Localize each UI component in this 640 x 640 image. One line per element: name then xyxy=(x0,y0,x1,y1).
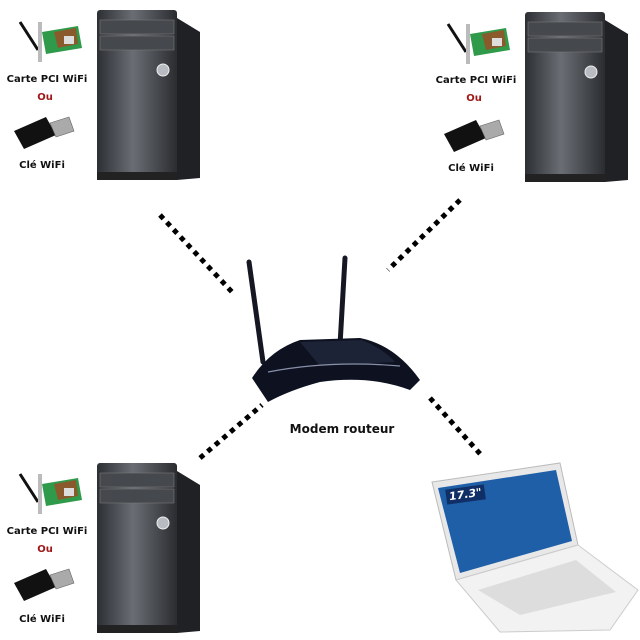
wireless-link-bottom-left xyxy=(198,403,264,460)
usb-wifi-key-icon xyxy=(443,119,505,153)
desktop-tower-icon xyxy=(96,9,201,181)
wifi-key-label: Clé WiFi xyxy=(19,614,65,625)
pci-wifi-card-icon xyxy=(446,22,512,66)
wifi-key-label: Clé WiFi xyxy=(448,163,494,174)
wireless-link-bottom-right xyxy=(428,396,484,458)
wireless-link-top-right xyxy=(386,198,462,272)
wireless-link-top-left xyxy=(158,213,234,294)
or-label: Ou xyxy=(37,544,53,555)
pci-wifi-card-icon xyxy=(18,472,84,516)
router-icon xyxy=(246,255,420,402)
wifi-key-label: Clé WiFi xyxy=(19,160,65,171)
desktop-tower-icon xyxy=(96,462,201,634)
pci-card-label: Carte PCI WiFi xyxy=(6,74,88,85)
pci-card-label: Carte PCI WiFi xyxy=(6,526,88,537)
desktop-tower-icon xyxy=(524,11,629,183)
or-label: Ou xyxy=(37,92,53,103)
usb-wifi-key-icon xyxy=(13,116,75,150)
pci-wifi-card-icon xyxy=(18,20,84,64)
router-label: Modem routeur xyxy=(289,422,395,436)
or-label: Ou xyxy=(466,93,482,104)
usb-wifi-key-icon xyxy=(13,568,75,602)
pci-card-label: Carte PCI WiFi xyxy=(435,75,517,86)
